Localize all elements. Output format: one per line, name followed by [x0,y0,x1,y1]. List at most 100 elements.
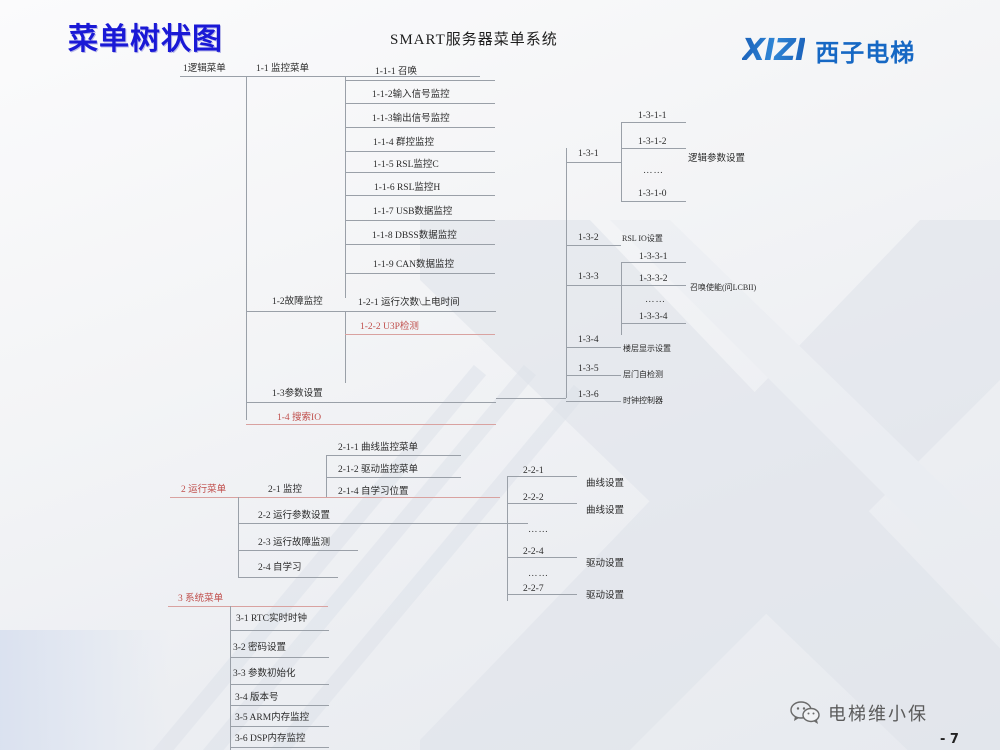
row-underline-2-2-2 [507,503,577,504]
tree-node-1-3-6: 1-3-6 [578,390,599,400]
node-2-4-underline [238,577,338,578]
tree-node-2-2-4: 2-2-4 [523,547,544,557]
tree-node-1-4: 1-4 搜索IO [277,413,322,423]
row-underline-2-1-2 [326,477,461,478]
tree-node-1-3-4: 1-3-4 [578,335,599,345]
tree-node-1-1-2: 1-1-2输入信号监控 [372,90,450,100]
root2-underline [170,497,500,498]
row-underline-1-1-1 [345,80,495,81]
row-underline-3-6 [230,747,329,748]
tree-node-1-3-2: 1-3-2 [578,233,599,243]
root3-underline [168,606,328,607]
node-1-4-underline [246,424,496,425]
page-number: - 7 [940,732,959,747]
row-underline-1-3-3-2 [621,285,686,286]
tree-node-3-5: 3-5 ARM内存监控 [235,713,310,723]
tree-node-1-3-5: 1-3-5 [578,364,599,374]
label-1-3-1-desc: 逻辑参数设置 [688,154,746,164]
row-underline-3-4 [230,705,329,706]
param-group-spine [566,148,567,398]
page-title: 菜单树状图 [68,22,223,57]
stripes-watermark-graphic [152,364,580,750]
row-underline-1-3-1-1 [621,122,686,123]
row-underline-1-1-9 [345,273,495,274]
row-underline-3-5 [230,726,329,727]
tree-node-root2: 2 运行菜单 [181,485,227,495]
tree-node-2-2-1: 2-2-1 [523,466,544,476]
label-1-3-5-desc: 层门自检测 [623,370,663,379]
node-1-3-5-connector [566,375,621,376]
tree-node-1-3-1-ellipsis: …… [643,166,664,176]
logo-chinese-text: 西子电梯 [815,39,916,67]
label-2-2-2-desc: 曲线设置 [586,506,625,516]
logo-mark-text: XIZI [742,33,806,68]
tree-node-2-2-ellipsis-1: …… [528,525,549,535]
xizi-logo: XIZI 西子电梯 [742,33,915,68]
tree-node-1-2-1: 1-2-1 运行次数\上电时间 [358,298,460,308]
label-2-2-4-desc: 驱动设置 [586,559,625,569]
row-underline-3-1 [230,630,329,631]
root2-spine [238,497,239,577]
node-2-1-spine [326,455,327,497]
tree-node-1-3-3-2: 1-3-3-2 [639,274,668,284]
row-underline-1-1-2 [345,103,495,104]
tree-node-1-1-5: 1-1-5 RSL监控C [373,160,439,170]
tree-node-2-1-1: 2-1-1 曲线监控菜单 [338,443,418,453]
label-2-2-7-desc: 驱动设置 [586,591,625,601]
tree-node-1-3-3-4: 1-3-3-4 [639,312,668,322]
tree-node-1-3-3: 1-3-3 [578,272,599,282]
node-1-3-2-connector [566,245,621,246]
tree-node-1-3-1-2: 1-3-1-2 [638,137,667,147]
tree-node-2-1-2: 2-1-2 驱动监控菜单 [338,465,418,475]
tree-node-3-1: 3-1 RTC实时时钟 [236,614,307,624]
row-underline-2-1-1 [326,455,461,456]
x-watermark-graphic [420,220,1000,750]
wechat-name: 电梯维小保 [828,704,928,725]
tree-node-1-2: 1-2故障监控 [272,297,323,307]
tree-node-1-2-2: 1-2-2 U3P检测 [360,322,419,332]
tree-node-1-1-4: 1-1-4 群控监控 [373,138,434,148]
node-1-3-3-connector [566,285,621,286]
node-1-2-underline [246,311,496,312]
tree-node-1-1-9: 1-1-9 CAN数据监控 [373,260,455,270]
row-underline-1-1-5 [345,172,495,173]
row-underline-1-3-1-2 [621,148,686,149]
node-2-2-underline [238,523,528,524]
node-1-3-1-spine [621,122,622,202]
row-underline-3-2 [230,657,329,658]
row-underline-2-2-7 [507,594,577,595]
tree-node-2-3: 2-3 运行故障监测 [258,538,331,548]
row-underline-1-1-3 [345,127,495,128]
row-underline-1-1-4 [345,151,495,152]
tree-node-2-2: 2-2 运行参数设置 [258,511,331,521]
tree-node-1-1-7: 1-1-7 USB数据监控 [373,207,453,217]
tree-node-3-3: 3-3 参数初始化 [233,669,296,679]
tree-node-1-1: 1-1 监控菜单 [256,64,310,74]
tree-node-1-3-3-ellipsis: …… [645,295,666,305]
tree-node-2-4: 2-4 自学习 [258,563,302,573]
tree-node-1-3: 1-3参数设置 [272,389,323,399]
tree-node-1-3-1-0: 1-3-1-0 [638,189,667,199]
tree-node-2-2-7: 2-2-7 [523,584,544,594]
node-1-3-1-connector [566,162,621,163]
label-1-3-3-desc: 召唤使能(问LCBII) [690,283,757,292]
tree-node-1-1-1: 1-1-1 召唤 [375,67,417,77]
row-underline-1-1-6 [345,195,495,196]
tree-node-3-4: 3-4 版本号 [235,693,279,703]
tree-node-2-1: 2-1 监控 [268,485,303,495]
tree-node-1-3-1: 1-3-1 [578,149,599,159]
row-underline-1-1-7 [345,220,495,221]
tree-node-1-1-6: 1-1-6 RSL监控H [374,183,441,193]
label-1-3-6-desc: 时钟控制器 [623,396,663,405]
label-2-2-1-desc: 曲线设置 [586,479,625,489]
root1-spine [246,76,247,420]
tree-node-1-3-1-1: 1-3-1-1 [638,111,667,121]
node-1-3-underline [246,402,496,403]
tree-node-3-2: 3-2 密码设置 [233,643,287,653]
blue-corner-accent [0,630,170,750]
page-subtitle: SMART服务器菜单系统 [390,32,558,48]
tree-node-2-2-ellipsis-2: …… [528,569,549,579]
tree-node-2-2-2: 2-2-2 [523,493,544,503]
run22-group-spine [507,476,508,601]
